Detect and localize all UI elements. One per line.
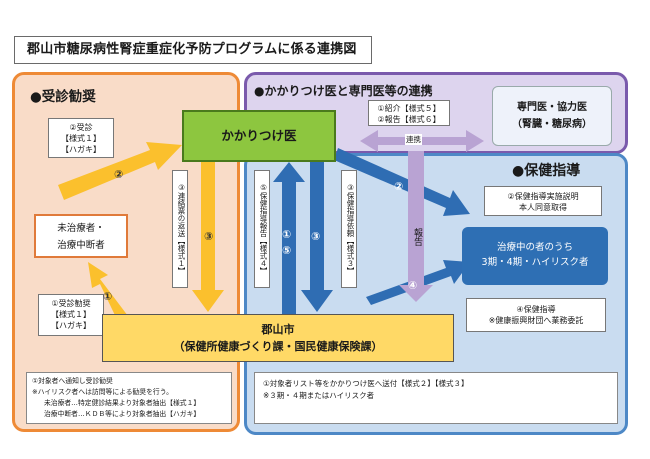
- node-koriyama-city: 郡山市 （保健所健康づくり課・国民健康保険課）: [102, 314, 454, 362]
- diagram-title: 郡山市糖尿病性腎症重症化予防プログラムに係る連携図: [14, 36, 372, 64]
- label-renkei: 連携: [405, 134, 422, 145]
- node-patients-line1: 治療中の者のうち: [496, 242, 573, 253]
- label-report: 報告: [412, 228, 422, 246]
- label-jushin-1: ①受診勧奨 【様式１】 【ハガキ】: [38, 294, 104, 336]
- node-city-line1: 郡山市: [261, 323, 295, 336]
- label-hoken-2: ②保健指導実施説明 本人同意取得: [484, 186, 602, 216]
- label-jushin-2-line3: 【ハガキ】: [61, 145, 101, 154]
- label-shokai-houkoku: ①紹介【様式５】 ②報告【様式６】: [368, 100, 450, 126]
- node-specialist-line1: 専門医・協力医: [517, 102, 587, 113]
- node-untreated-line1: 未治療者・: [57, 223, 105, 234]
- marker-4-hoken: ④: [408, 279, 418, 292]
- note-jushin-line2: ※ハイリスク者へは訪問等による勧奨を行う。: [32, 388, 173, 396]
- label-hoken-2-line2: 本人同意取得: [519, 203, 567, 212]
- label-jushin-2: ②受診 【様式１】 【ハガキ】: [48, 118, 114, 158]
- node-patients-line2: 3期・4期・ハイリスク者: [481, 257, 589, 268]
- marker-5-city: ⑤: [282, 244, 292, 257]
- arrow-city-to-doctor: [273, 162, 305, 315]
- label-hoken-2-line1: ②保健指導実施説明: [507, 192, 579, 201]
- label-jushin-1-line2: 【様式１】: [51, 310, 91, 319]
- label-hoken-irai: ③保健指導依頼【様式３】: [341, 170, 357, 288]
- note-hoken: ①対象者リスト等をかかりつけ医へ送付【様式２】【様式３】 ※３期・４期またはハイ…: [254, 372, 618, 424]
- label-hoken-4: ④保健指導 ※健康振興財団へ業務委託: [466, 298, 606, 332]
- note-jushin-line4: 治療中断者…ＫＤＢ等により対象者抽出【ハガキ】: [44, 410, 201, 418]
- arrow-city-to-untreated: [88, 262, 134, 330]
- note-jushin-line1: ①対象者へ通知し受診勧奨: [32, 377, 113, 385]
- arrow-jushin-to-doctor: [58, 142, 182, 200]
- note-hoken-line1: ①対象者リスト等をかかりつけ医へ送付【様式２】【様式３】: [263, 379, 469, 388]
- arrow-doctor-to-city-irai: [301, 162, 333, 312]
- label-renrakuhyo: ③連絡票の返送【様式１】: [172, 170, 188, 288]
- note-jushin-line3: 未治療者…特定健診結果より対象者抽出【様式１】: [44, 399, 201, 407]
- label-shokai-line2: ②報告【様式６】: [377, 115, 441, 124]
- node-specialist-line2: （腎臓・糖尿病）: [512, 119, 592, 130]
- label-shokai-line1: ①紹介【様式５】: [377, 104, 441, 113]
- label-jushin-1-line1: ①受診勧奨: [51, 299, 91, 308]
- label-hoken-4-line2: ※健康振興財団へ業務委託: [488, 316, 584, 325]
- label-jushin-2-line1: ②受診: [69, 123, 93, 132]
- label-hoken-houkoku: ⑤保健指導報告【様式４】: [254, 170, 270, 288]
- panel-title-renkei: ●かかりつけ医と専門医等の連携: [254, 84, 433, 98]
- node-untreated-line2: 治療中断者: [57, 240, 105, 251]
- node-kakaritsuke-doctor: かかりつけ医: [182, 110, 336, 162]
- marker-1-city: ①: [282, 228, 292, 241]
- marker-1-jushin: ①: [103, 290, 113, 303]
- node-specialist: 専門医・協力医 （腎臓・糖尿病）: [492, 86, 612, 146]
- marker-3-renraku: ③: [204, 230, 214, 243]
- arrow-doctor-to-patient: [334, 148, 470, 216]
- label-hoken-4-line1: ④保健指導: [516, 305, 556, 314]
- panel-title-hoken: ●保健指導: [512, 163, 581, 179]
- marker-3-irai: ③: [311, 230, 321, 243]
- arrow-doctor-to-city-renraku: [192, 162, 224, 312]
- node-city-line2: （保健所健康づくり課・国民健康保険課）: [173, 340, 383, 353]
- arrow-doctor-specialist-renkei: [360, 130, 484, 152]
- label-jushin-1-line3: 【ハガキ】: [51, 321, 91, 330]
- note-jushin: ①対象者へ通知し受診勧奨 ※ハイリスク者へは訪問等による勧奨を行う。 未治療者……: [26, 372, 232, 424]
- marker-2-jushin: ②: [114, 168, 124, 181]
- panel-title-jushin: ●受診勧奨: [30, 89, 96, 105]
- node-untreated: 未治療者・ 治療中断者: [34, 214, 128, 258]
- marker-2-hoken: ②: [394, 180, 404, 193]
- node-patients-in-treatment: 治療中の者のうち 3期・4期・ハイリスク者: [462, 227, 608, 285]
- arrow-report: [399, 151, 433, 302]
- label-jushin-2-line2: 【様式１】: [61, 134, 101, 143]
- note-hoken-line2: ※３期・４期またはハイリスク者: [263, 391, 375, 400]
